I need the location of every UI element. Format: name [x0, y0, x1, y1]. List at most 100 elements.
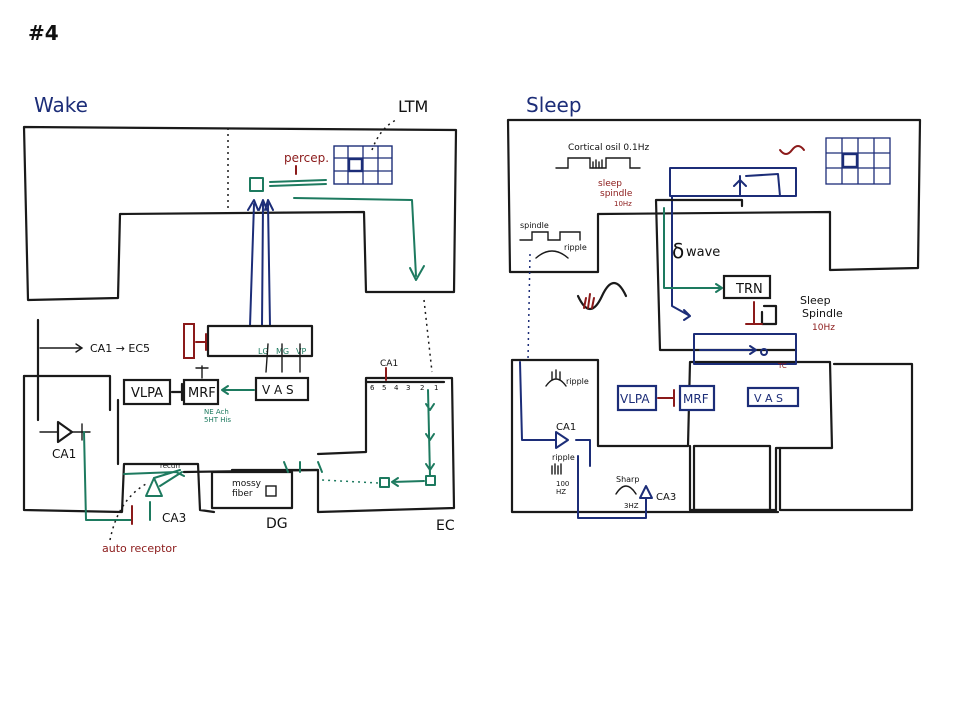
- sleep-ripple-mid-label: ripple: [566, 377, 589, 386]
- sleep-spindle-label-2: spindle: [600, 189, 633, 199]
- sleep-mid-block: [692, 444, 772, 512]
- wake-vas-mrf-arrow: [221, 385, 255, 395]
- wake-mossy-label-1: mossy: [232, 479, 262, 489]
- sleep-ca1-neuron: [555, 431, 569, 449]
- wake-ca1-label: CA1: [52, 447, 76, 461]
- wake-cortex-ec-arrow: [409, 265, 425, 281]
- sleep-spindle-right-2: Spindle: [802, 307, 843, 320]
- sleep-ca3-label: CA3: [656, 492, 676, 503]
- sleep-right-block: [778, 362, 914, 512]
- ec-layer-5: 5: [382, 384, 386, 392]
- sleep-trn-loop: [760, 304, 778, 326]
- sleep-vas-box: [746, 386, 800, 408]
- sleep-vlpa-label: VLPA: [620, 392, 650, 406]
- sleep-cortical-spindle-marks: [592, 159, 603, 169]
- wake-perforant-ticks: [283, 461, 323, 473]
- sleep-delta-symbol: δ: [672, 239, 684, 263]
- sleep-slow-wave-spindle: [583, 293, 595, 309]
- sleep-ripple-mid-arc: [545, 378, 567, 387]
- wake-ec-dg-dotted: [321, 479, 379, 484]
- sleep-ripple-arc: [535, 250, 569, 259]
- thalamic-nucleus-lg: LG: [258, 347, 269, 356]
- sleep-vas-label: V A S: [754, 392, 783, 405]
- wake-auto-receptor-label: auto receptor: [102, 542, 177, 555]
- wake-ec-horizontal-arrow: [391, 477, 425, 487]
- wake-panel: Wake LTM percep. LG MG: [22, 93, 458, 555]
- sleep-spindle-freq: 10Hz: [614, 200, 632, 208]
- wake-mossy-label-2: fiber: [232, 489, 253, 499]
- sleep-ltm-wave: [779, 145, 805, 155]
- wake-thalamus-inhibition: [183, 323, 207, 359]
- sleep-spindle-small-label: spindle: [520, 221, 549, 230]
- sleep-tc-arrow: [699, 345, 757, 355]
- wake-vas-box: [254, 376, 310, 402]
- wake-mrf-box: [182, 378, 220, 406]
- wake-thalamus-box: [206, 324, 314, 358]
- wake-vlpa-box: [122, 378, 172, 406]
- wake-neurotransmitters-2: 5HT His: [204, 416, 231, 424]
- sleep-ca3-ca1-path: [577, 455, 647, 519]
- sleep-mrf-box: [678, 384, 716, 412]
- ec-layer-1: 1: [434, 384, 438, 392]
- wake-percept-box: [249, 177, 264, 192]
- sleep-spindle-right-1: Sleep: [800, 294, 831, 307]
- sleep-ripple-mid-marks: [551, 369, 561, 381]
- wake-lower-left-box: [22, 374, 112, 412]
- sleep-trn-inhibition: [745, 301, 763, 325]
- wake-ca1-ec5-arrow: [39, 343, 84, 353]
- sleep-ca3-neuron: [639, 485, 653, 499]
- sleep-ripple-top-label: ripple: [564, 243, 587, 252]
- wake-ec-cell-1: [425, 475, 436, 486]
- sleep-sharp-wave-arc: [615, 485, 637, 495]
- sleep-title: Sleep: [526, 93, 582, 117]
- wake-vlpa-label: VLPA: [131, 386, 163, 401]
- wake-ca3-label: CA3: [162, 511, 186, 525]
- sleep-ltm-grid: [825, 137, 891, 185]
- wake-mrf-vlpa-inhibition: [170, 382, 184, 402]
- wake-ca1-ec5-label: CA1 → EC5: [90, 342, 150, 355]
- wake-ca1-ca3-path: [83, 431, 133, 521]
- sleep-cortex-layer-arrow: [733, 173, 781, 197]
- sleep-trn-label: TRN: [735, 282, 763, 297]
- sleep-mrf-label: MRF: [683, 392, 709, 406]
- wake-ca1-connections: [39, 423, 91, 441]
- wake-ca3-neuron: [145, 477, 163, 497]
- sleep-tc-box: [693, 333, 797, 365]
- sleep-ripple-low-marks: [551, 463, 562, 475]
- sleep-vlpa-mrf-inhibition: [657, 389, 675, 407]
- thalamic-nucleus-vp: VP: [296, 347, 306, 356]
- sleep-trn-box: [722, 274, 772, 300]
- sleep-green-loop: [663, 207, 723, 293]
- wake-ca3-recurrent: [123, 469, 185, 521]
- sleep-spindle-label-1: sleep: [598, 179, 622, 189]
- sleep-cortex-layer-box: [669, 167, 797, 197]
- wake-ec-ca1-label: CA1: [380, 359, 398, 369]
- sleep-tc-label: TC: [777, 362, 787, 370]
- sleep-cortex-trn-path: [671, 195, 691, 321]
- wake-ec-cell-2: [379, 477, 390, 488]
- wake-ec-dotted: [423, 299, 433, 373]
- slide-number: #4: [28, 21, 59, 45]
- sleep-spindle-right-freq: 10Hz: [812, 323, 835, 333]
- sleep-delta-wave-label: wave: [686, 245, 720, 260]
- wake-cortex-outline: [22, 125, 458, 302]
- wake-cortex-ec-pathway: [293, 197, 417, 277]
- wake-ec-layers: 6 5 4 3 2 1: [370, 384, 438, 392]
- wake-ltm-grid: [333, 145, 393, 185]
- wake-dg-cell: [265, 485, 277, 497]
- sleep-spindle-small-trace: [519, 231, 581, 241]
- sleep-cortical-osil-label: Cortical osil 0.1Hz: [568, 143, 649, 153]
- wake-ec-label: EC: [436, 518, 455, 534]
- sleep-cortex-hippo-dotted: [527, 253, 531, 361]
- wake-ca1-neuron: [56, 420, 74, 444]
- wake-ec-descending-path: [425, 389, 435, 477]
- wake-vas-label: V A S: [262, 383, 294, 397]
- wake-dg-label: DG: [266, 516, 288, 532]
- wake-ltm-label: LTM: [398, 97, 428, 116]
- sleep-freq-100: 100: [556, 480, 569, 488]
- sleep-panel: Sleep Cortical osil 0.1Hz sleep spindle …: [506, 93, 922, 519]
- ec-layer-4: 4: [394, 384, 399, 392]
- wake-mrf-label: MRF: [188, 386, 216, 401]
- wake-lower-outline: [22, 318, 456, 514]
- wake-title: Wake: [34, 93, 88, 117]
